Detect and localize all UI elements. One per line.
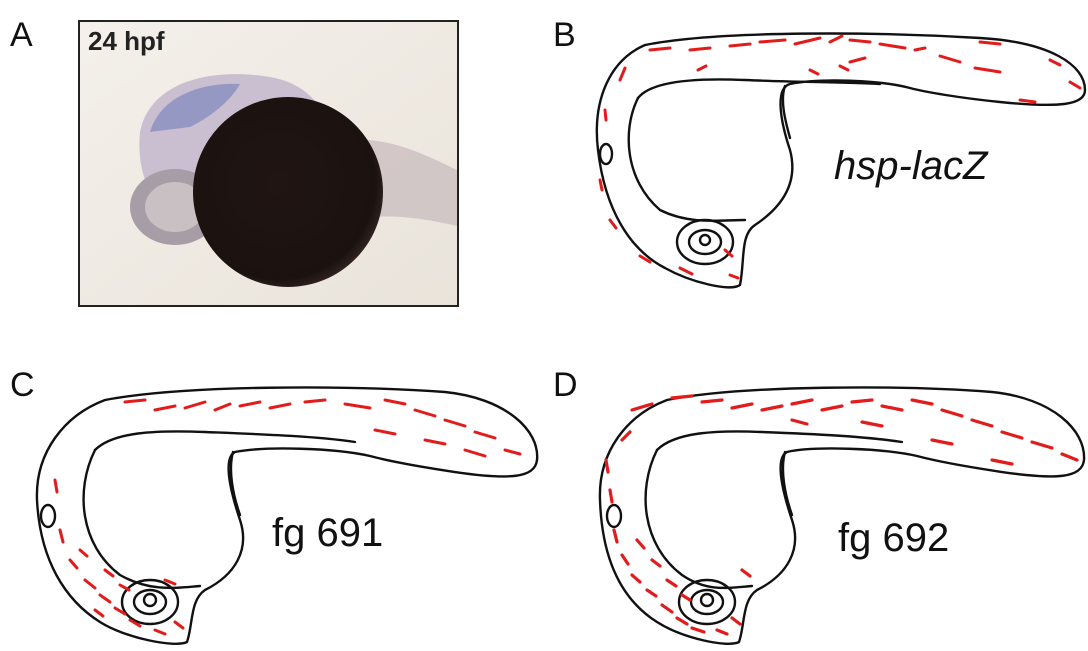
panel-letter-d: D: [553, 368, 578, 402]
embryo-photo-image: [80, 22, 459, 307]
embryo-photo: 24 hpf: [78, 20, 459, 307]
embryo-drawing-b: [580, 20, 1088, 300]
stage-label: 24 hpf: [88, 26, 165, 57]
embryo-drawing-c: [25, 380, 545, 650]
embryo-drawing-d: [592, 380, 1088, 650]
panel-letter-a: A: [10, 18, 33, 52]
panel-letter-b: B: [553, 18, 576, 52]
